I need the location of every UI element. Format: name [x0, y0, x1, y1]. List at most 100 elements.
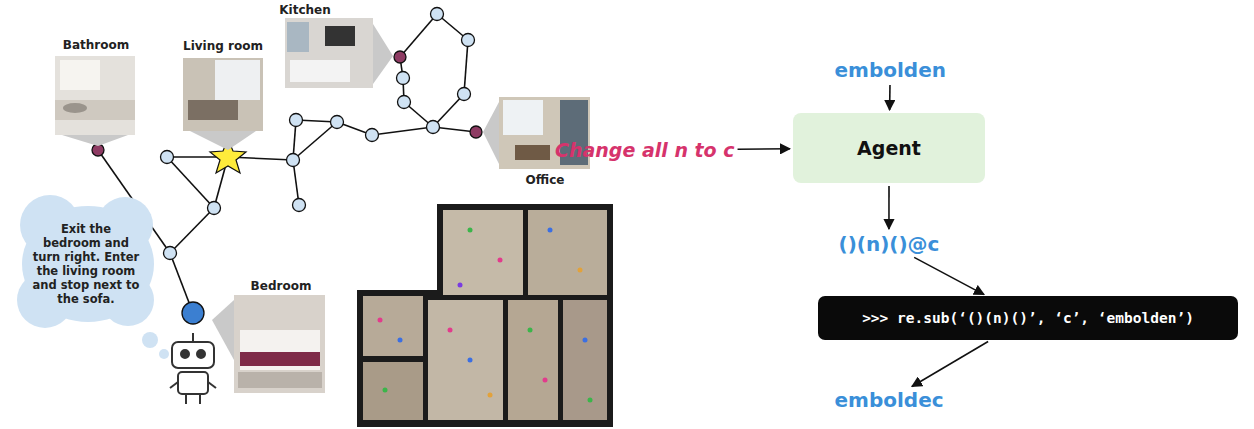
robot-leg [185, 394, 187, 404]
photo-detail [515, 145, 550, 160]
room-label: Living room [183, 39, 263, 53]
floor-plan-room [363, 362, 423, 420]
dot [588, 398, 593, 403]
bathroom-photo [55, 56, 135, 135]
photo-detail [290, 60, 350, 82]
node-text: Agent [857, 137, 921, 159]
instruction-text: Change all n to c [555, 139, 735, 161]
graph-edges [98, 14, 476, 313]
dot [468, 358, 473, 363]
graph-edge [170, 208, 214, 253]
regex-text: ()(n)()@c [839, 232, 940, 256]
photo [183, 58, 263, 131]
floor-plan-room [528, 210, 607, 295]
robot-antenna [192, 333, 194, 342]
kitchen-photo [285, 18, 373, 88]
room-label: Bedroom [251, 279, 312, 293]
room-node [470, 126, 482, 138]
graph-edge [293, 122, 337, 160]
graph-node [293, 199, 306, 212]
flow-arrow [889, 85, 891, 110]
photo-detail [240, 352, 320, 366]
graph-node [331, 116, 344, 129]
photo [234, 295, 325, 393]
dot [498, 258, 503, 263]
dot [548, 228, 553, 233]
dot [543, 378, 548, 383]
robot-icon [170, 333, 216, 404]
flow-arrow [738, 148, 790, 150]
photo-pointer [483, 102, 499, 164]
graph-node [431, 8, 444, 21]
photo-detail [63, 103, 87, 113]
graph-node [287, 154, 300, 167]
graph-node [164, 247, 177, 260]
graph-node [398, 96, 411, 109]
photo-detail [55, 100, 135, 120]
robot-arm [208, 382, 216, 388]
graph-edge [464, 40, 468, 94]
photo-pointer [373, 24, 393, 84]
photo-pointer [190, 131, 256, 150]
node-text: >>> re.sub(‘()(n)()’, ‘c’, ‘embolden’) [862, 310, 1194, 326]
photo-detail [238, 372, 322, 388]
output-text: emboldec [835, 388, 944, 412]
floor-plan [357, 204, 613, 427]
living-room-photo [183, 58, 263, 131]
photo-detail [215, 60, 260, 100]
floor-plan-room [443, 210, 523, 295]
node-text: Change all n to c [555, 139, 735, 161]
photo-detail [240, 330, 320, 370]
cloud-puff [142, 332, 158, 348]
dot [383, 388, 388, 393]
graph-node [458, 88, 471, 101]
code-box: >>> re.sub(‘()(n)()’, ‘c’, ‘embolden’) [818, 296, 1238, 340]
graph-node [290, 114, 303, 127]
dot [583, 338, 588, 343]
dot [578, 268, 583, 273]
room-label: Office [526, 173, 565, 187]
photo-detail [325, 26, 355, 46]
node-text: emboldec [835, 388, 944, 412]
photo-detail [287, 22, 309, 52]
floor-plan-room [428, 300, 503, 420]
floor-plan-dots [378, 228, 593, 403]
graph-edge [400, 14, 437, 57]
node-text: embolden [835, 58, 946, 82]
dot [488, 393, 493, 398]
input-text: embolden [835, 58, 946, 82]
graph-edge [372, 127, 433, 135]
cloud-puff [159, 349, 169, 359]
floor-plan-room [563, 300, 607, 420]
flow-arrow [912, 342, 988, 387]
photo [55, 56, 135, 135]
robot-eye [197, 350, 205, 358]
agent-box: Agent [793, 113, 985, 183]
start-node [182, 302, 204, 324]
node-text: Exit the bedroom and turn right. Enter t… [32, 222, 140, 306]
dot [448, 328, 453, 333]
flow-arrow [888, 186, 890, 229]
photo-pointer [62, 135, 128, 146]
robot-body [178, 372, 208, 394]
floor-plan-room [363, 296, 423, 356]
dot [458, 283, 463, 288]
room-label: Kitchen [279, 3, 331, 17]
robot-eye [181, 350, 189, 358]
flow-arrow [914, 257, 984, 294]
room-node [394, 51, 406, 63]
photo [285, 18, 373, 88]
photo-detail [60, 60, 100, 90]
robot-arm [170, 382, 178, 388]
node-text: ()(n)()@c [839, 232, 940, 256]
speech-bubble: Exit the bedroom and turn right. Enter t… [32, 222, 140, 306]
graph-node [462, 34, 475, 47]
photo-detail [503, 100, 543, 135]
photo-detail [188, 100, 238, 120]
photo-pointer [212, 300, 234, 360]
dot [468, 228, 473, 233]
dot [378, 318, 383, 323]
